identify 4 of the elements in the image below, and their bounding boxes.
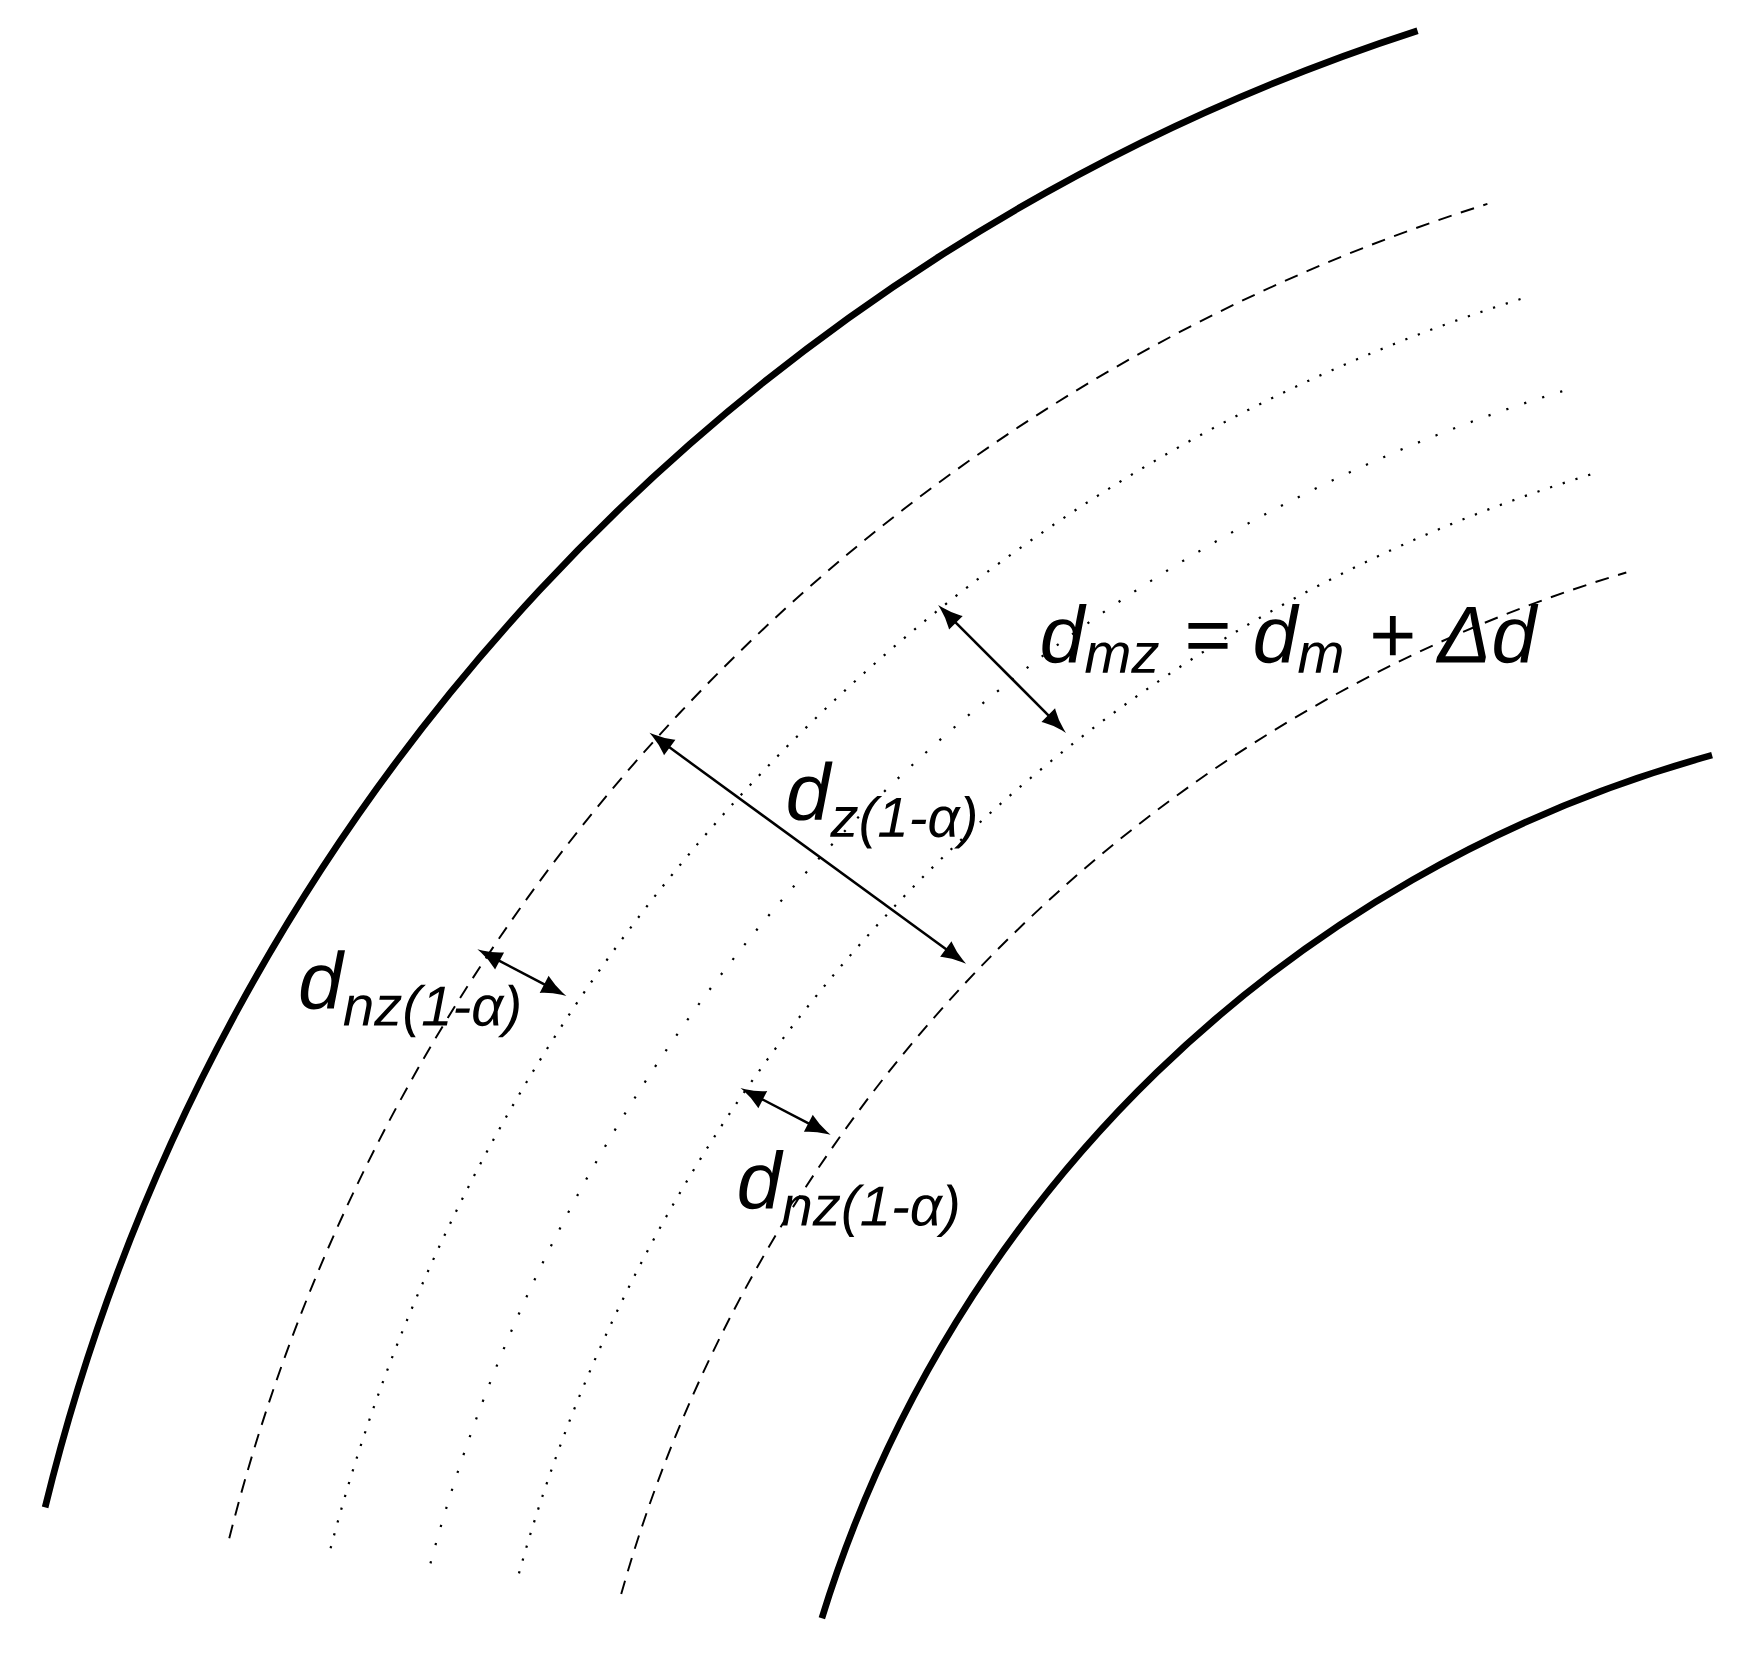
dimension-label: d$_{nz(1-α)}$ xyxy=(739,1150,958,1238)
dimension-label: d$_{mz}$ = d$_{m}$ + Δd xyxy=(1042,604,1539,673)
dimension-label: d$_{nz(1-α)}$ xyxy=(300,950,519,1038)
dimension-label: d$_{z(1-α)}$ xyxy=(788,761,975,849)
